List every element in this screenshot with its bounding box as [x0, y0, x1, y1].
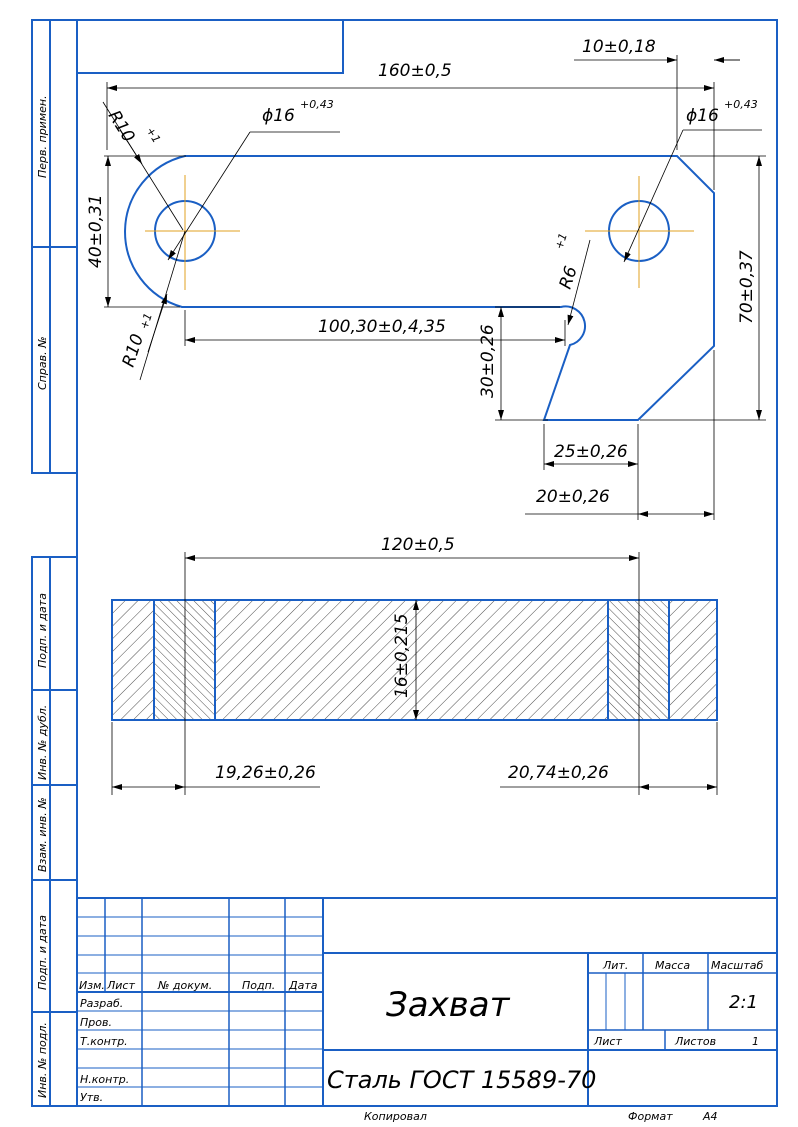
- dim-left-hole-tol: +0,43: [300, 98, 334, 111]
- tb-listov-label: Листов: [674, 1035, 716, 1048]
- tb-list-label: Лист: [593, 1035, 622, 1048]
- tb-header-izm: Изм.: [79, 979, 105, 992]
- part-name: Захват: [386, 985, 511, 1025]
- dim-right-margin: 20,74±0,26: [508, 763, 609, 783]
- dim-right-hole-dia: ϕ16: [686, 106, 719, 126]
- dim-overall-length: 160±0,5: [378, 61, 452, 81]
- dim-right-hole-tol: +0,43: [724, 98, 758, 111]
- tb-masshtab-label: Масштаб: [711, 959, 763, 972]
- tb-header-data: Дата: [288, 979, 318, 992]
- side-label-perv-primen: Перв. примен.: [36, 95, 49, 178]
- dim-left-height: 40±0,31: [86, 194, 106, 268]
- tb-lit-label: Лит.: [602, 959, 628, 972]
- dim-bottom-offset: 20±0,26: [536, 487, 610, 507]
- dim-left-hole-dia: ϕ16: [262, 106, 295, 126]
- sheet-frame: [31, 19, 778, 1107]
- dim-radius-bottom-tol: +1: [137, 311, 154, 330]
- side-label-vzam-inv: Взам. инв. №: [36, 797, 49, 872]
- tb-massa-label: Масса: [655, 959, 690, 972]
- tb-role-tkontr: Т.контр.: [80, 1035, 128, 1048]
- footer-format-label: Формат: [628, 1110, 673, 1123]
- side-label-podp-data-bottom: Подп. и дата: [36, 915, 49, 990]
- side-label-podp-data-top: Подп. и дата: [36, 593, 49, 668]
- dim-radius-notch-tol: +1: [552, 231, 569, 250]
- side-label-inv-dubl: Инв. № дубл.: [36, 705, 49, 780]
- tb-role-prov: Пров.: [80, 1016, 112, 1029]
- dim-radius-top: R10: [104, 107, 139, 146]
- dim-radius-top-tol: +1: [143, 125, 163, 146]
- footer-format-value: А4: [702, 1110, 718, 1123]
- dim-notch-width: 25±0,26: [554, 442, 628, 462]
- tb-header-dokum: № докум.: [157, 979, 212, 992]
- tb-role-nkontr: Н.контр.: [80, 1073, 129, 1086]
- part-outline-top: [124, 155, 715, 421]
- dim-right-height: 70±0,37: [737, 250, 757, 324]
- side-label-inv-podl: Инв. № подл.: [36, 1022, 49, 1098]
- dim-slot-length: 100,30±0,4,35: [318, 317, 446, 337]
- tb-header-list: Лист: [106, 979, 135, 992]
- dim-notch-depth: 30±0,26: [478, 324, 498, 398]
- tb-scale: 2:1: [729, 992, 758, 1013]
- tb-header-podp: Подп.: [242, 979, 275, 992]
- side-label-sprav-no: Справ. №: [36, 336, 49, 390]
- tb-role-razrab: Разраб.: [80, 997, 123, 1010]
- top-view: 160±0,5 10±0,18 ϕ16 +0,43 ϕ16 +0,43 R10 …: [86, 37, 766, 520]
- title-block: Изм. Лист № докум. Подп. Дата Разраб. Пр…: [77, 897, 777, 1106]
- dim-thickness: 16±0,215: [392, 613, 412, 698]
- dim-edge-offset: 10±0,18: [582, 37, 656, 57]
- dim-radius-bottom: R10: [119, 332, 148, 370]
- tb-listov-value: 1: [752, 1035, 759, 1048]
- tb-role-utv: Утв.: [80, 1091, 103, 1104]
- dim-left-margin: 19,26±0,26: [215, 763, 316, 783]
- material: Сталь ГОСТ 15589-70: [327, 1066, 596, 1094]
- section-view: 120±0,5 16±0,215 19,26±0,26 20,74±0,26: [111, 535, 718, 795]
- footer-kopiroval: Копировал: [364, 1110, 427, 1123]
- dim-hole-spacing: 120±0,5: [381, 535, 455, 555]
- side-labels: Перв. примен. Справ. № Подп. и дата Инв.…: [36, 95, 49, 1098]
